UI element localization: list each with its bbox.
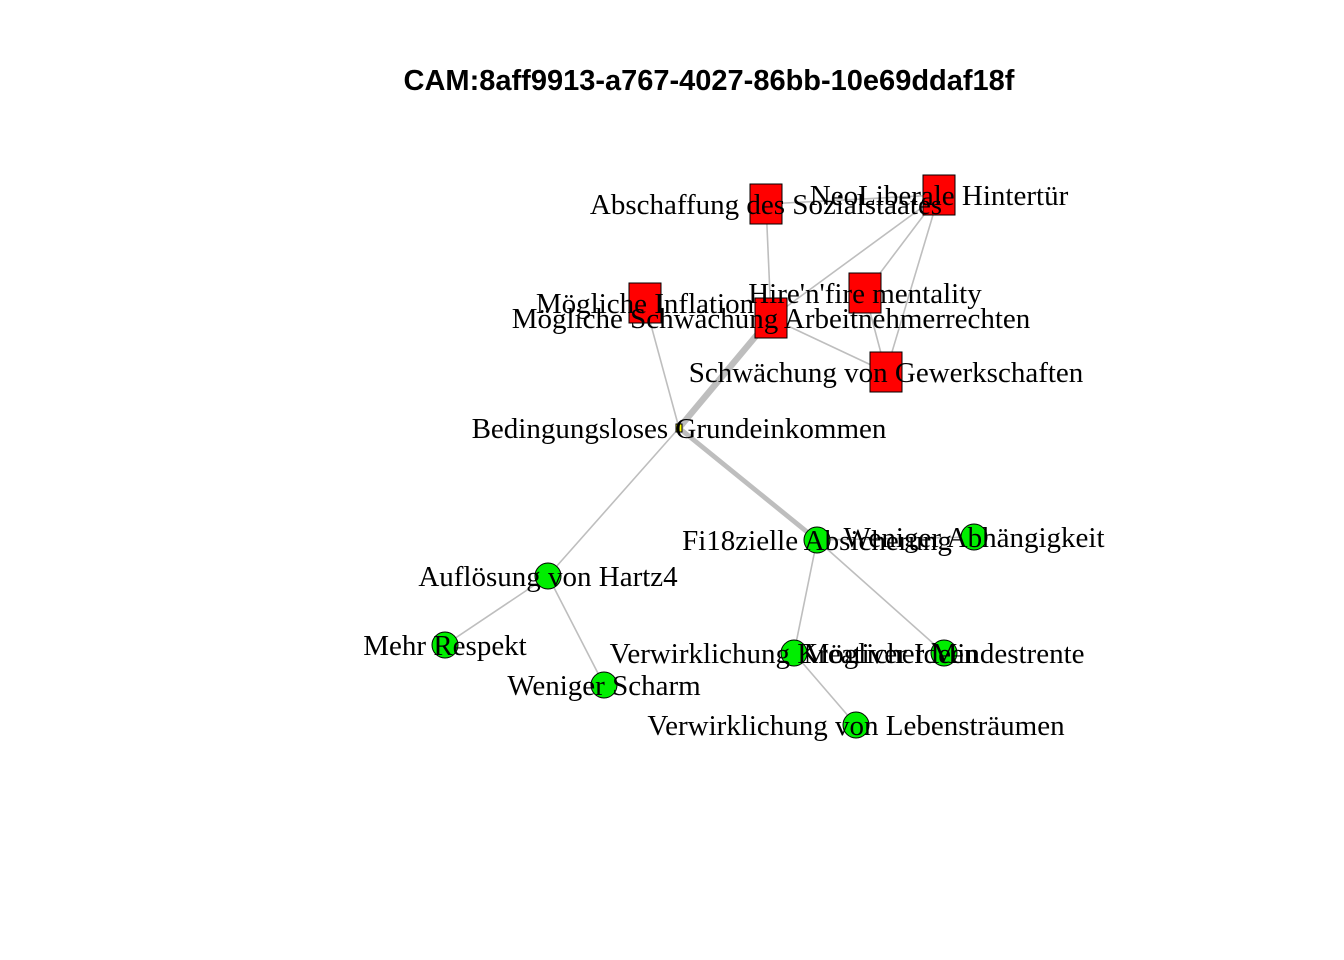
node-abh (960, 523, 988, 551)
node-label-leb: Verwirklichung von Lebensträumen (647, 710, 1065, 742)
node-abs (749, 183, 783, 225)
edge-arb-neo (770, 194, 940, 319)
node-fin (803, 526, 831, 554)
node-label-neo: NeoLiberale Hintertür (810, 180, 1069, 212)
node-label-infl: Mögliche Inflation (536, 288, 755, 320)
node-label-abs: Abschaffung des Sozialstaates (590, 189, 942, 221)
node-label-fin: Fi18zielle Absicherung (682, 525, 952, 557)
node-resp (431, 631, 459, 659)
edge-arb-gew (770, 317, 887, 373)
edge-krea-leb (793, 652, 857, 726)
edge-abs-neo (765, 194, 940, 205)
node-label-gew: Schwächung von Gewerkschaften (689, 357, 1084, 389)
label-layer: Bedingungsloses Grundeinkommen Abschaffun… (363, 180, 1104, 742)
node-krea (780, 639, 808, 667)
node-label-scharm: Weniger Scharm (507, 670, 701, 702)
node-hartz (534, 562, 562, 590)
node-neo (922, 174, 956, 216)
node-arb (754, 297, 788, 339)
node-leb (842, 711, 870, 739)
edge-bgk-hartz (547, 427, 680, 577)
node-infl (628, 282, 662, 324)
node-bgk (675, 423, 683, 433)
node-label-abh: Weniger Abhängigkeit (843, 522, 1104, 554)
map-title: CAM:8aff9913-a767-4027-86bb-10e69ddaf18f (404, 65, 1015, 97)
edge-neo-gew (885, 194, 940, 373)
node-label-mind: Möglicher Mindestrente (803, 638, 1084, 670)
node-label-hartz: Auflösung von Hartz4 (418, 561, 678, 593)
node-label-hire: Hire'n'fire mentality (748, 278, 982, 310)
edge-hartz-resp (444, 575, 549, 646)
node-label-arb: Mögliche Schwächung Arbeitnehmerrechten (512, 303, 1031, 335)
node-label-bgk: Bedingungsloses Grundeinkommen (472, 413, 887, 445)
node-label-krea: Verwirklichung Kreativer Ideen (610, 638, 979, 670)
edge-hartz-scharm (547, 575, 605, 686)
edge-fin-mind (816, 539, 945, 654)
edge-bgk-infl (644, 302, 680, 429)
node-gew (869, 351, 903, 393)
node-hire (848, 272, 882, 314)
edge-fin-abh (816, 536, 975, 541)
node-mind (930, 639, 958, 667)
node-label-resp: Mehr Respekt (363, 630, 527, 662)
node-layer (431, 174, 988, 739)
node-scharm (590, 671, 618, 699)
edge-bgk-fin (677, 426, 819, 542)
edge-fin-krea (793, 539, 818, 654)
